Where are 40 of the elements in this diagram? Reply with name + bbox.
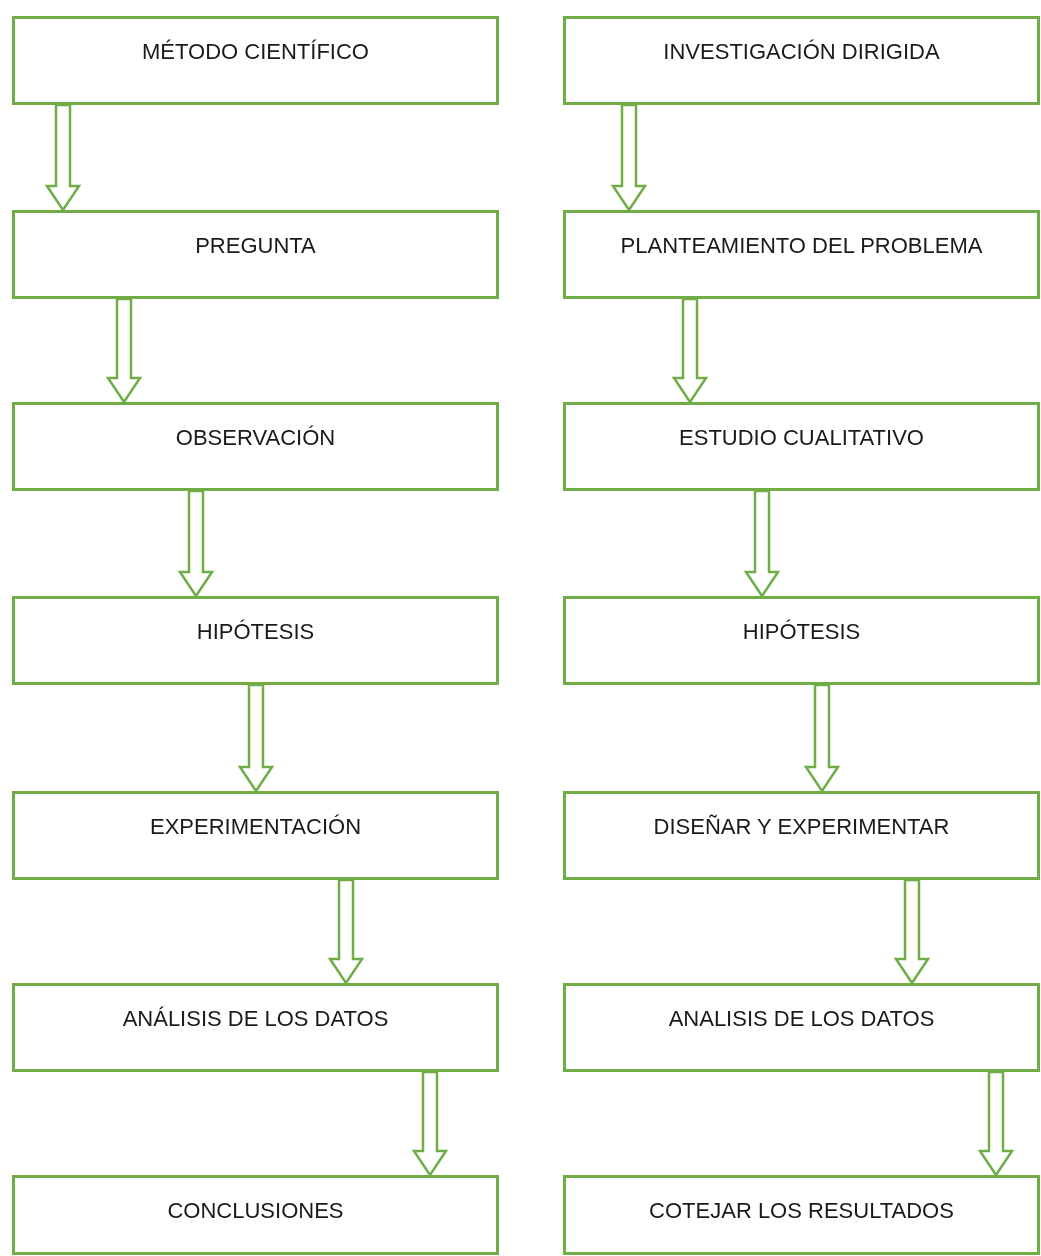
block-arrow bbox=[411, 1070, 449, 1178]
step-label: PREGUNTA bbox=[194, 233, 317, 259]
process-box bbox=[12, 1175, 499, 1255]
step-label: CONCLUSIONES bbox=[166, 1198, 345, 1224]
process-box bbox=[12, 402, 499, 491]
block-arrow bbox=[105, 297, 143, 405]
process-box bbox=[563, 210, 1040, 299]
step-label: PLANTEAMIENTO DEL PROBLEMA bbox=[619, 233, 984, 259]
block-arrow bbox=[893, 878, 931, 986]
process-box bbox=[563, 1175, 1040, 1255]
step-label: COTEJAR LOS RESULTADOS bbox=[648, 1198, 955, 1224]
process-box bbox=[12, 791, 499, 880]
block-arrow bbox=[237, 683, 275, 794]
step-label: OBSERVACIÓN bbox=[174, 425, 337, 451]
block-arrow bbox=[803, 683, 841, 794]
step-label: HIPÓTESIS bbox=[741, 619, 862, 645]
step-label: EXPERIMENTACIÓN bbox=[148, 814, 363, 840]
step-label: ANALISIS DE LOS DATOS bbox=[667, 1006, 936, 1032]
block-arrow bbox=[610, 103, 648, 213]
process-box bbox=[12, 983, 499, 1072]
process-box bbox=[563, 791, 1040, 880]
step-label: INVESTIGACIÓN DIRIGIDA bbox=[662, 39, 941, 65]
process-box bbox=[563, 596, 1040, 685]
block-arrow bbox=[44, 103, 82, 213]
process-box bbox=[563, 983, 1040, 1072]
process-box bbox=[563, 16, 1040, 105]
block-arrow bbox=[177, 489, 215, 599]
step-label: DISEÑAR Y EXPERIMENTAR bbox=[652, 814, 951, 840]
block-arrow bbox=[671, 297, 709, 405]
block-arrow bbox=[977, 1070, 1015, 1178]
step-label: ANÁLISIS DE LOS DATOS bbox=[121, 1006, 390, 1032]
process-box bbox=[12, 16, 499, 105]
process-box bbox=[12, 596, 499, 685]
process-box bbox=[563, 402, 1040, 491]
block-arrow bbox=[743, 489, 781, 599]
step-label: HIPÓTESIS bbox=[195, 619, 316, 645]
step-label: MÉTODO CIENTÍFICO bbox=[141, 39, 370, 65]
block-arrow bbox=[327, 878, 365, 986]
step-label: ESTUDIO CUALITATIVO bbox=[678, 425, 925, 451]
process-box bbox=[12, 210, 499, 299]
